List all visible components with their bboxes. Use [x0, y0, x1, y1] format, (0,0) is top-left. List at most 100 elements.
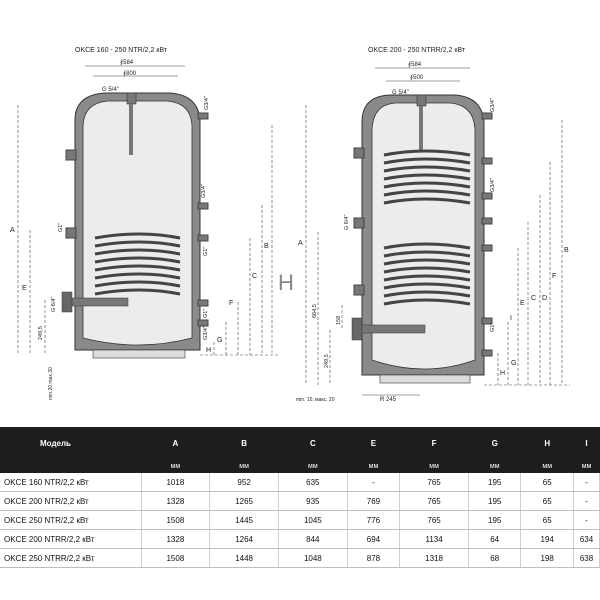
- cell-a: 1018: [141, 473, 211, 492]
- cell-g: 195: [468, 491, 522, 511]
- right-letter-g: G: [511, 360, 516, 367]
- right-letter-c: C: [531, 295, 536, 302]
- left-dim-800: ∮800: [123, 70, 137, 77]
- cell-h: 65: [520, 491, 574, 511]
- unit-e: мм: [347, 459, 400, 473]
- right-dim-g34a: G3/4": [490, 98, 496, 112]
- col-h: H: [520, 427, 574, 459]
- cell-i: -: [573, 473, 600, 492]
- cell-e: 776: [347, 510, 401, 530]
- cell-h: 194: [520, 529, 574, 549]
- right-dim-g34b: G3/4": [490, 178, 496, 192]
- cell-c: 935: [278, 491, 348, 511]
- left-letter-g: G: [217, 337, 222, 344]
- left-tank-drawing: OKCE 160 - 250 NTR/2,2 кВт ∮584 ∮800 G 5…: [10, 47, 280, 400]
- right-letter-i: I: [510, 315, 512, 322]
- left-dim-g1c: G1": [58, 223, 64, 232]
- cell-i: -: [573, 491, 600, 511]
- left-heating-coil: [94, 232, 181, 296]
- left-tank-inner: [82, 100, 193, 346]
- left-dim-584: ∮584: [120, 59, 134, 66]
- cell-g: 195: [468, 510, 522, 530]
- tank-drawings: OKCE 160 - 250 NTR/2,2 кВт ∮584 ∮800 G 5…: [10, 47, 570, 403]
- cell-c: 1048: [278, 548, 348, 568]
- left-dim-g34b: G3/4": [201, 184, 207, 198]
- right-letter-d: D: [542, 295, 547, 302]
- cell-b: 1448: [209, 548, 279, 568]
- table-units-row: мм мм мм мм мм мм мм мм: [0, 459, 600, 473]
- unit-g: мм: [468, 459, 521, 473]
- cell-a: 1508: [141, 548, 211, 568]
- col-i: I: [573, 427, 600, 459]
- unit-a: мм: [141, 459, 210, 473]
- cell-c: 844: [278, 529, 348, 549]
- cell-i: -: [573, 510, 600, 530]
- cell-h: 198: [520, 548, 574, 568]
- cell-a: 1328: [141, 529, 211, 549]
- unit-model: [0, 459, 141, 473]
- left-letter-c: C: [252, 273, 257, 280]
- left-dim-g54: G 5/4": [102, 87, 119, 93]
- left-dim-g34a: G3/4": [204, 96, 210, 110]
- left-dim-g1b: G1": [203, 309, 209, 318]
- cell-e: -: [347, 473, 401, 492]
- right-lower-coil: [383, 242, 471, 306]
- unit-h: мм: [520, 459, 574, 473]
- unit-b: мм: [209, 459, 279, 473]
- cell-b: 1265: [209, 491, 279, 511]
- right-letter-a: A: [298, 240, 303, 247]
- col-g: G: [468, 427, 521, 459]
- left-tank-title: OKCE 160 - 250 NTR/2,2 кВт: [75, 47, 168, 54]
- left-letter-h: H: [206, 347, 211, 354]
- right-letter-e: E: [520, 300, 525, 307]
- left-dim-min: min.20 max.30: [48, 367, 54, 400]
- left-dim-g64: G 6/4": [51, 297, 57, 312]
- center-letter-h: H: [278, 270, 294, 295]
- cell-f: 1318: [399, 548, 469, 568]
- right-dim-g54: G 5/4": [392, 90, 409, 96]
- cell-f: 1134: [399, 529, 469, 549]
- cell-model: OKCE 160 NTR/2,2 кВт: [0, 473, 142, 492]
- cell-a: 1508: [141, 510, 211, 530]
- cell-e: 878: [347, 548, 401, 568]
- cell-e: 694: [347, 529, 401, 549]
- cell-g: 64: [468, 529, 522, 549]
- col-c: C: [278, 427, 348, 459]
- cell-i: 638: [573, 548, 600, 568]
- cell-model: OKCE 250 NTR/2,2 кВт: [0, 510, 142, 530]
- cell-a: 1328: [141, 491, 211, 511]
- right-dim-500: ∮500: [410, 74, 424, 81]
- dimensions-table: Модель A B C E F G H I мм мм мм мм мм мм…: [0, 427, 600, 568]
- cell-b: 1445: [209, 510, 279, 530]
- right-dim-g64: G 6/4": [344, 215, 350, 230]
- right-dim-158: 158: [336, 316, 342, 325]
- right-upper-coil: [383, 149, 471, 205]
- cell-model: OKCE 250 NTRR/2,2 кВт: [0, 548, 142, 568]
- col-a: A: [141, 427, 210, 459]
- unit-i: мм: [573, 459, 600, 473]
- cell-model: OKCE 200 NTRR/2,2 кВт: [0, 529, 142, 549]
- cell-f: 765: [399, 510, 469, 530]
- cell-i: 634: [573, 529, 600, 549]
- col-e: E: [347, 427, 400, 459]
- right-dim-r245: R 245: [380, 397, 397, 403]
- table-header-row: Модель A B C E F G H I: [0, 427, 600, 459]
- left-letter-f: F: [229, 300, 233, 307]
- cell-b: 1264: [209, 529, 279, 549]
- cell-h: 65: [520, 473, 574, 492]
- left-dim-g1a: G1": [203, 247, 209, 256]
- cell-h: 65: [520, 510, 574, 530]
- cell-c: 1045: [278, 510, 348, 530]
- right-letter-h: H: [500, 370, 505, 377]
- cell-e: 769: [347, 491, 401, 511]
- right-dim-6645: 664,5: [312, 304, 318, 318]
- right-dim-min: min. 10, макс. 20: [296, 397, 335, 403]
- right-tank-drawing: OKCE 200 - 250 NTRR/2,2 кВт ∮584 ∮500 G …: [296, 47, 570, 403]
- right-letter-f: F: [552, 273, 556, 280]
- col-model: Модель: [0, 427, 141, 459]
- right-dim-2495: 249,5: [324, 354, 330, 368]
